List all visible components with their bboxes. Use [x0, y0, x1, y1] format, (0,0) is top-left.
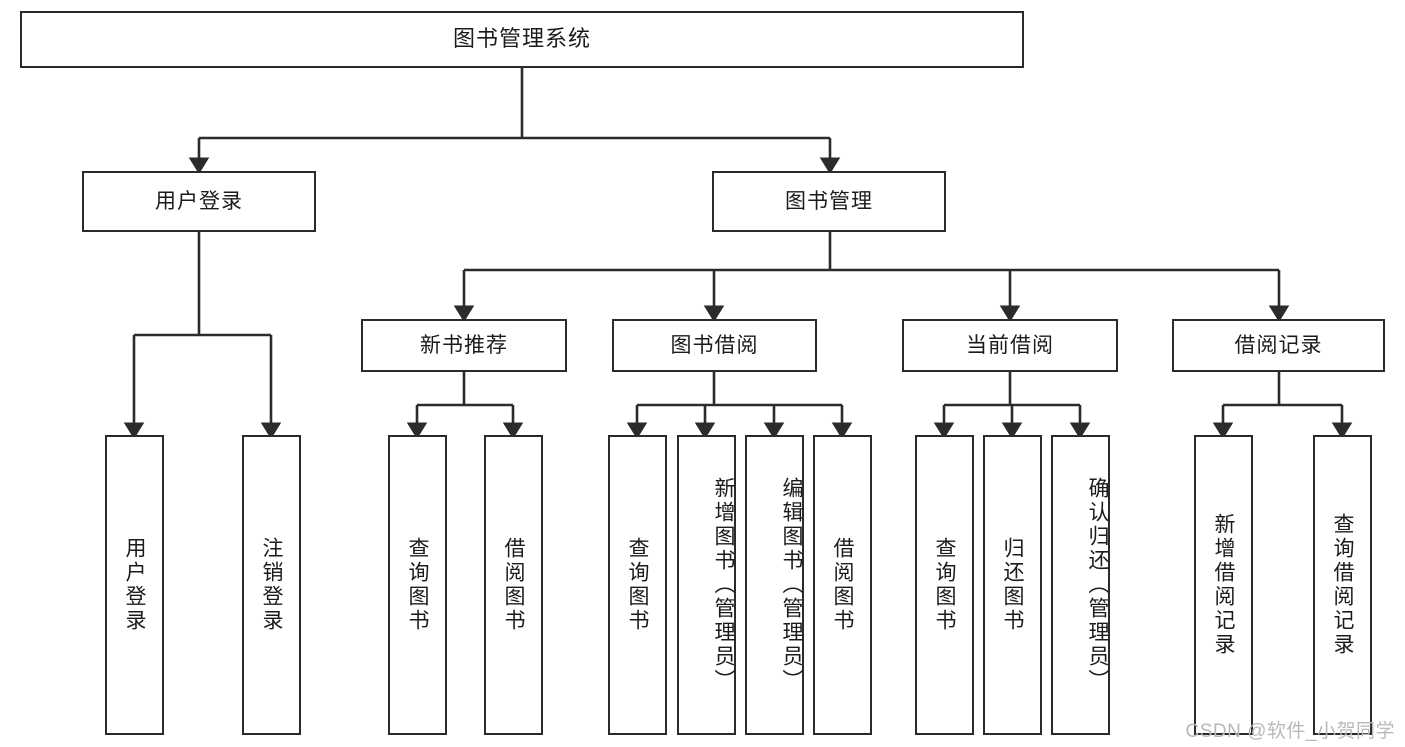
leaf-borrow-book-1[interactable]: 借阅图书 — [484, 435, 543, 735]
leaf-return-book[interactable]: 归还图书 — [983, 435, 1042, 735]
node-user-login[interactable]: 用户登录 — [82, 171, 316, 232]
leaf-user-login-label: 用户登录 — [123, 537, 146, 633]
leaf-edit-book[interactable]: 编辑图书（管理员） — [745, 435, 804, 735]
leaf-add-book[interactable]: 新增图书（管理员） — [677, 435, 736, 735]
node-book-manage[interactable]: 图书管理 — [712, 171, 946, 232]
node-borrow-record-label: 借阅记录 — [1234, 333, 1323, 357]
node-user-login-label: 用户登录 — [155, 189, 243, 213]
node-current-borrow[interactable]: 当前借阅 — [902, 319, 1118, 372]
node-book-borrow-label: 图书借阅 — [670, 333, 759, 357]
leaf-add-record-label: 新增借阅记录 — [1212, 513, 1235, 657]
node-borrow-record[interactable]: 借阅记录 — [1172, 319, 1385, 372]
leaf-edit-book-label: 编辑图书（管理员） — [780, 477, 803, 693]
node-root-label: 图书管理系统 — [452, 26, 591, 52]
leaf-query-book-1-label: 查询图书 — [406, 537, 429, 633]
leaf-add-book-label: 新增图书（管理员） — [712, 477, 735, 693]
node-new-book-recommend-label: 新书推荐 — [420, 333, 508, 357]
leaf-query-record[interactable]: 查询借阅记录 — [1313, 435, 1372, 735]
leaf-query-book-3-label: 查询图书 — [933, 537, 956, 633]
node-current-borrow-label: 当前借阅 — [966, 333, 1054, 357]
leaf-borrow-book-2-label: 借阅图书 — [831, 537, 854, 633]
watermark: CSDN @软件_小贺同学 — [1185, 721, 1395, 742]
leaf-query-book-2[interactable]: 查询图书 — [608, 435, 667, 735]
leaf-user-logout[interactable]: 注销登录 — [242, 435, 301, 735]
leaf-query-book-1[interactable]: 查询图书 — [388, 435, 447, 735]
node-root[interactable]: 图书管理系统 — [20, 11, 1024, 68]
leaf-user-login[interactable]: 用户登录 — [105, 435, 164, 735]
leaf-user-logout-label: 注销登录 — [260, 537, 283, 633]
node-book-borrow[interactable]: 图书借阅 — [612, 319, 817, 372]
leaf-add-record[interactable]: 新增借阅记录 — [1194, 435, 1253, 735]
leaf-return-book-label: 归还图书 — [1001, 537, 1024, 633]
node-book-manage-label: 图书管理 — [785, 189, 873, 213]
node-new-book-recommend[interactable]: 新书推荐 — [361, 319, 567, 372]
leaf-borrow-book-2[interactable]: 借阅图书 — [813, 435, 872, 735]
leaf-query-book-2-label: 查询图书 — [626, 537, 649, 633]
leaf-borrow-book-1-label: 借阅图书 — [502, 537, 525, 633]
leaf-query-book-3[interactable]: 查询图书 — [915, 435, 974, 735]
leaf-confirm-return-label: 确认归还（管理员） — [1086, 477, 1109, 693]
leaf-confirm-return[interactable]: 确认归还（管理员） — [1051, 435, 1110, 735]
leaf-query-record-label: 查询借阅记录 — [1331, 513, 1354, 657]
